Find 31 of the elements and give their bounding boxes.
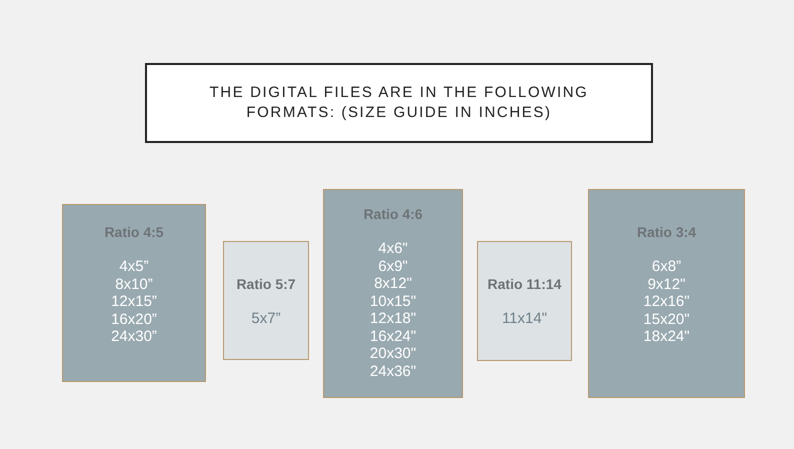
print-size-panel [323, 189, 463, 398]
size-label: 5x7” [251, 310, 281, 328]
size-label: 16x20” [111, 310, 157, 328]
print-size-panel [477, 241, 572, 361]
size-label: 12x15” [111, 293, 157, 310]
size-label: 18x24" [643, 328, 690, 346]
ratio-heading: Ratio 3:4 [636, 223, 696, 241]
print-size-panel [223, 241, 309, 360]
size-label: 24x30” [111, 328, 157, 346]
size-label: 8x12" [374, 275, 412, 292]
print-size-panel [62, 204, 206, 382]
size-label: 16x24" [370, 328, 416, 345]
size-label: 10x15" [370, 292, 416, 310]
ratio-heading: Ratio 4:5 [104, 223, 164, 241]
size-label: 20x30" [370, 345, 416, 362]
size-label: 9x12" [648, 276, 686, 293]
ratio-heading: Ratio 4:6 [363, 205, 423, 223]
size-label: 4x6" [378, 240, 408, 258]
size-label: 12x18" [370, 310, 416, 328]
size-label: 15x20" [643, 310, 690, 328]
ratio-heading: Ratio 11:14 [488, 275, 562, 293]
size-label: 12x16" [643, 293, 690, 310]
print-size-panel [588, 189, 745, 398]
size-label: 6x9" [378, 258, 408, 275]
size-label: 6x8” [652, 258, 682, 276]
size-label: 8x10” [115, 276, 153, 293]
title-banner: THE DIGITAL FILES ARE IN THE FOLLOWING FORMATS: (SIZE GUIDE IN INCHES) [145, 63, 653, 143]
size-label: 11x14" [502, 310, 548, 328]
size-label: 24x36" [370, 362, 416, 380]
size-label: 4x5” [119, 258, 149, 276]
ratio-heading: Ratio 5:7 [236, 275, 296, 293]
